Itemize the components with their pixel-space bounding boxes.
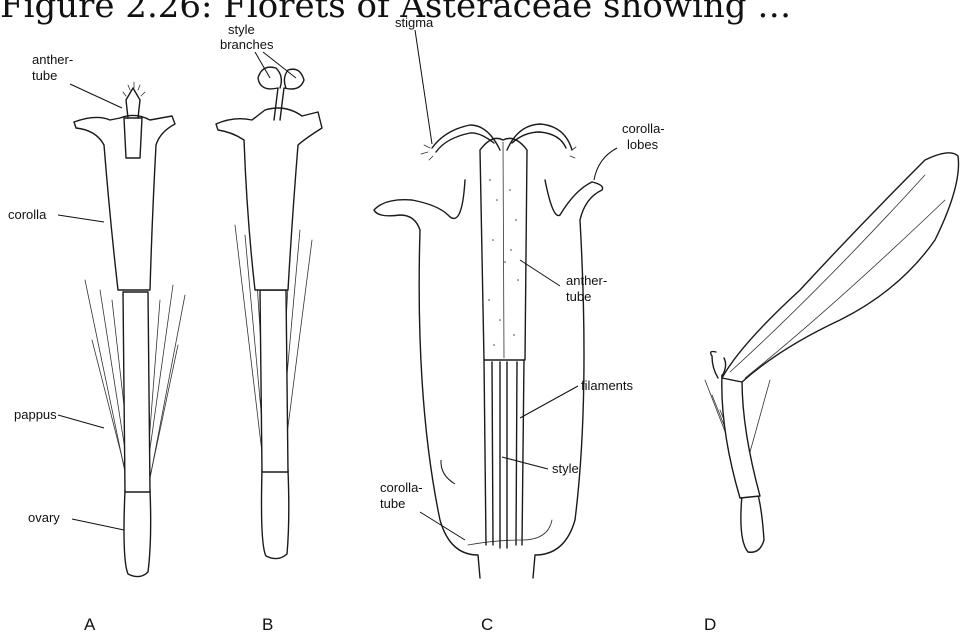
panel-label-c: C xyxy=(481,615,493,634)
label-stigma: stigma xyxy=(395,15,434,30)
stalk-b xyxy=(260,290,288,472)
filaments-c xyxy=(484,360,524,545)
ovary-d xyxy=(741,495,764,552)
anther-tube-a xyxy=(124,118,142,158)
panel-label-d: D xyxy=(704,615,716,634)
label-corolla-tube-line2: tube xyxy=(380,496,405,511)
floret-c xyxy=(374,124,603,578)
label-pappus: pappus xyxy=(14,407,57,422)
label-style-branches-line1: style xyxy=(228,22,255,37)
ligule-d xyxy=(722,153,959,382)
label-ovary: ovary xyxy=(28,510,60,525)
label-filaments: filaments xyxy=(581,378,634,393)
floret-d xyxy=(705,153,959,552)
label-anther-tube-a-line1: anther- xyxy=(32,52,73,67)
label-corolla-lobes-line2: lobes xyxy=(627,137,659,152)
label-anther-tube-a-line2: tube xyxy=(32,68,57,83)
label-corolla-tube-line1: corolla- xyxy=(380,480,423,495)
panel-label-b: B xyxy=(262,615,273,634)
stalk-a xyxy=(123,292,150,492)
floret-b xyxy=(216,67,322,558)
ovary-a xyxy=(124,490,151,577)
panel-label-a: A xyxy=(84,615,96,634)
label-style: style xyxy=(552,461,579,476)
style-c xyxy=(500,362,507,548)
label-anther-tube-c-line2: tube xyxy=(566,289,591,304)
label-anther-tube-c-line1: anther- xyxy=(566,273,607,288)
ovary-b xyxy=(262,470,289,559)
label-corolla: corolla xyxy=(8,207,47,222)
corolla-b xyxy=(216,108,322,290)
label-style-branches-line2: branches xyxy=(220,37,274,52)
floret-a xyxy=(74,82,185,577)
label-corolla-lobes-line1: corolla- xyxy=(622,121,665,136)
